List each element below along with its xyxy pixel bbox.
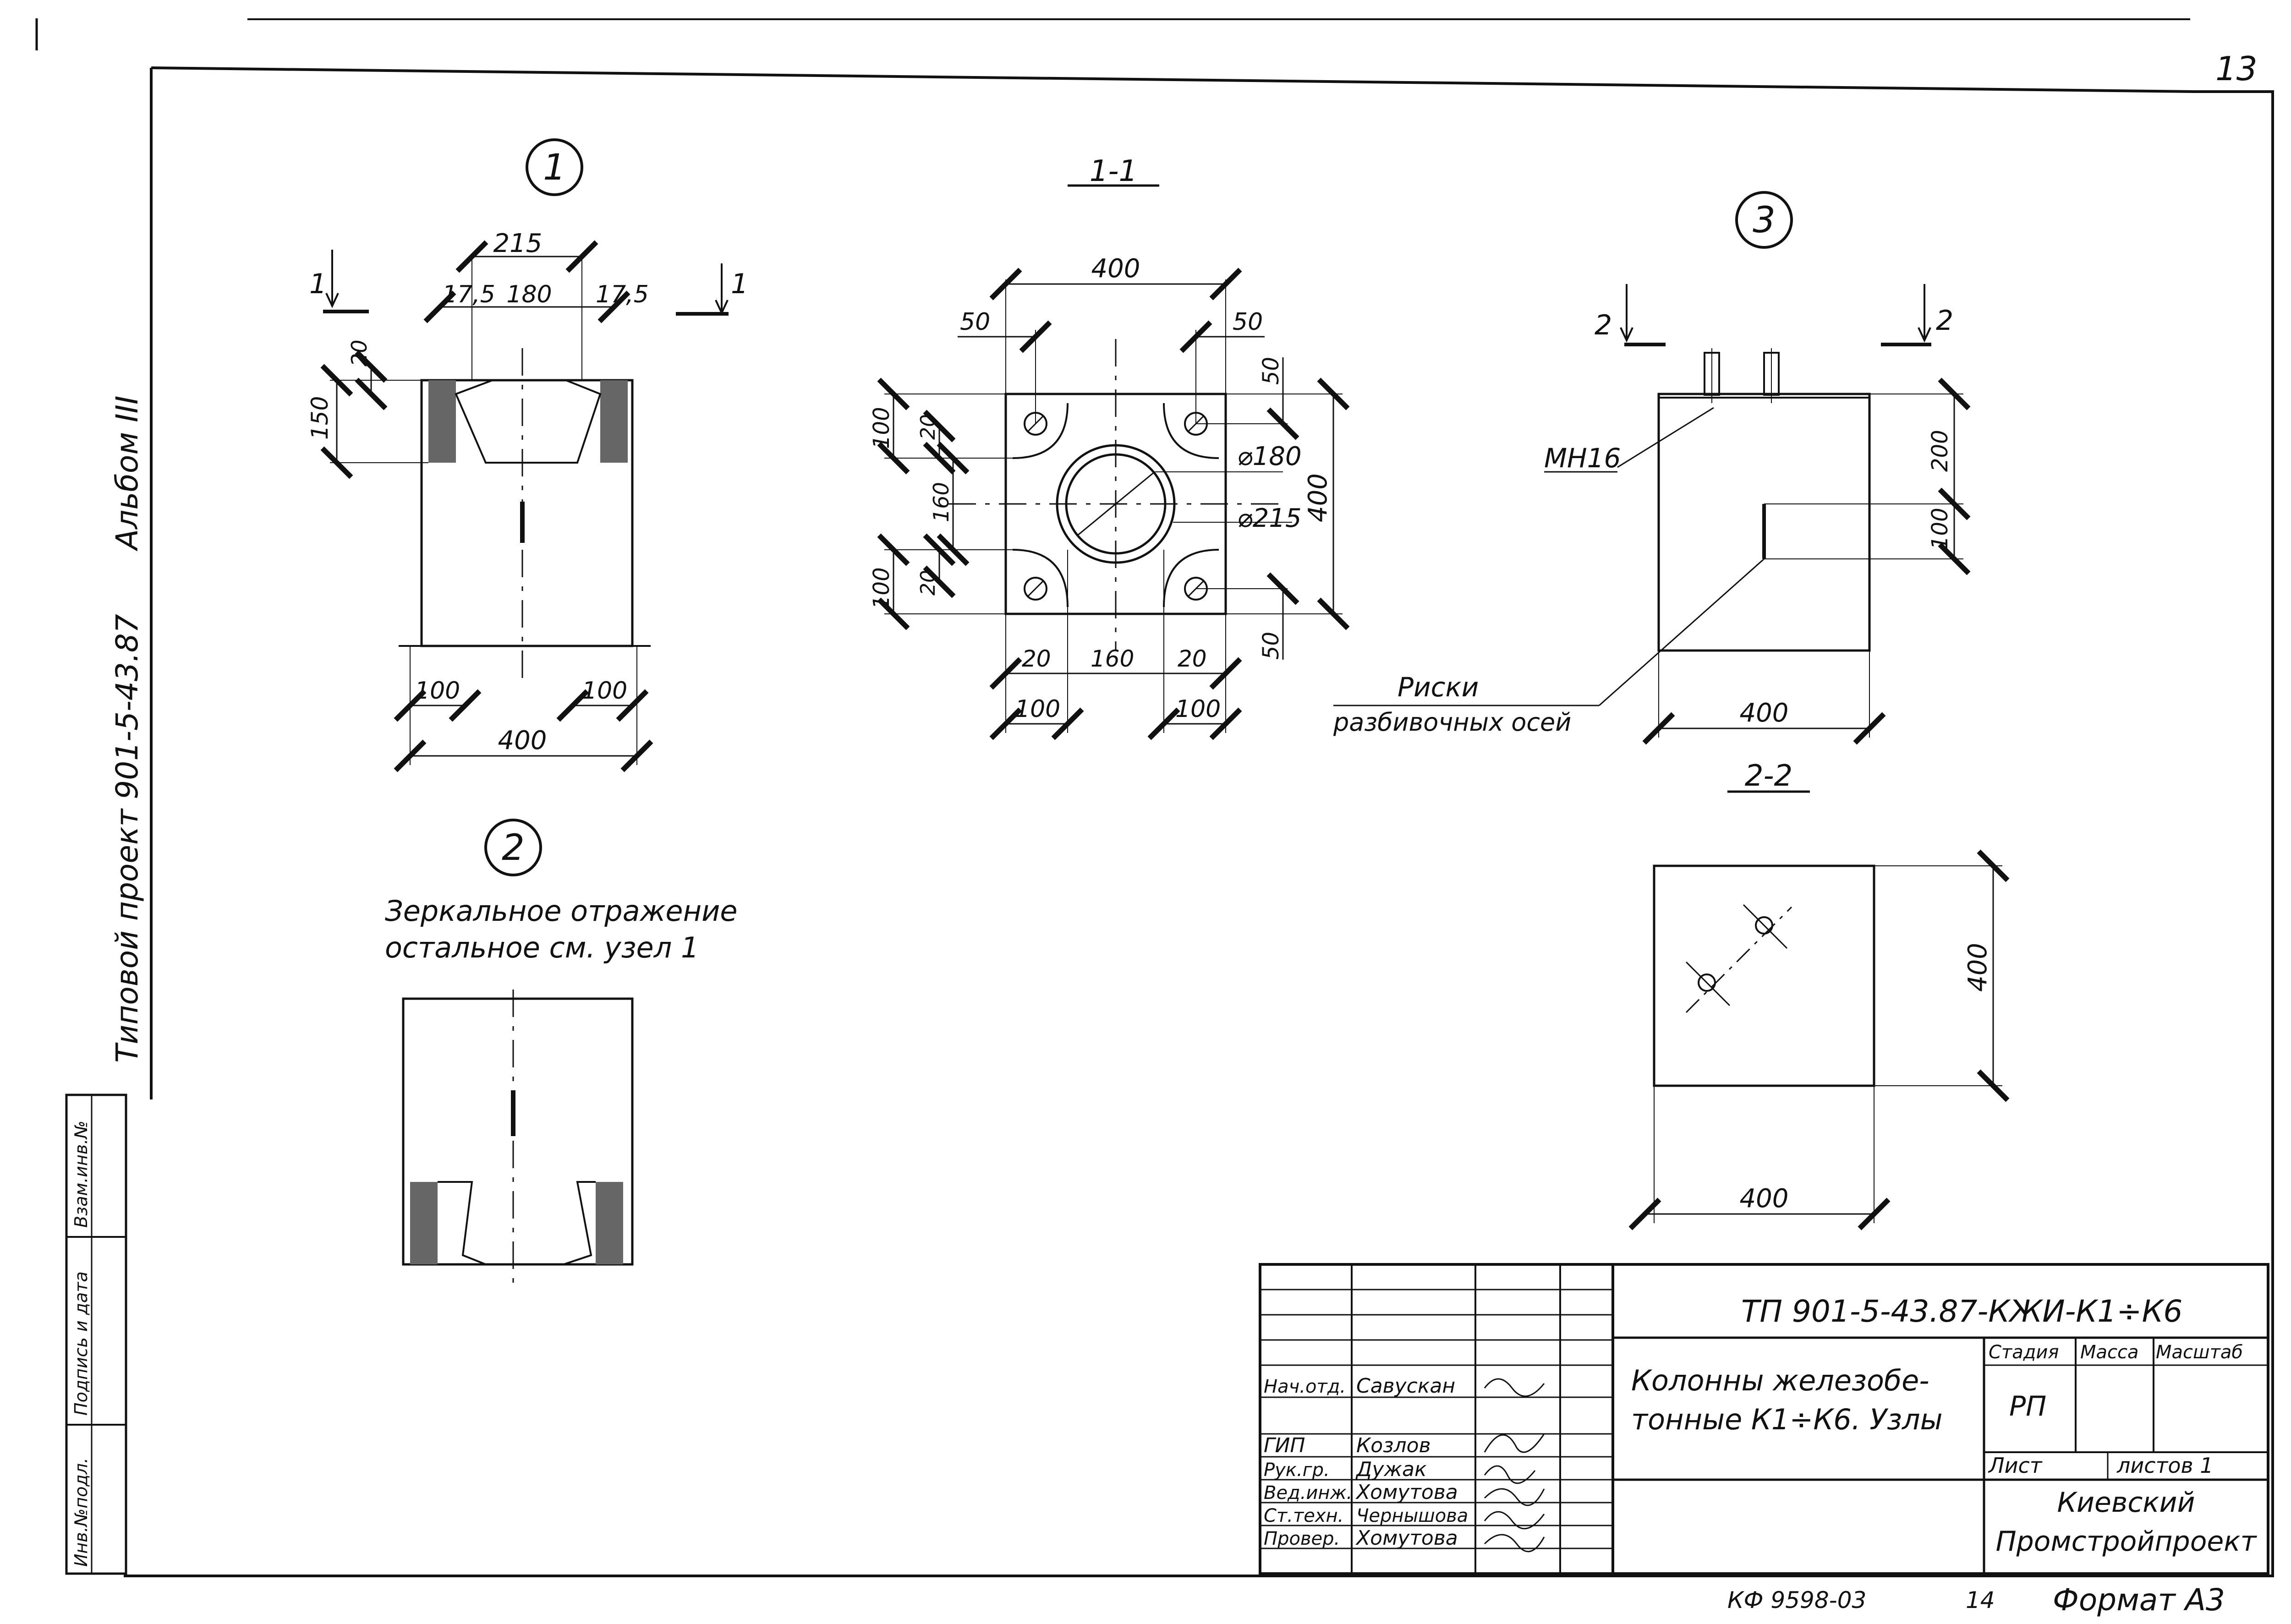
node-3-risk-2: разбивочных осей xyxy=(1333,708,1571,737)
tb-mass-h: Масса xyxy=(2080,1342,2139,1363)
tb-stage-h: Стадия xyxy=(1989,1342,2059,1363)
tb-role-5: Ст.техн. xyxy=(1264,1505,1343,1526)
node-3-risk-1: Риски xyxy=(1398,672,1479,703)
node-2-note-2: остальное см. узел 1 xyxy=(385,931,699,964)
node-2: 2 Зеркальное отражение остальное см. узе… xyxy=(385,819,738,1283)
sec11-dim-160-left: 160 xyxy=(929,482,954,522)
sec22-title: 2-2 xyxy=(1745,759,1793,793)
footer-num: 14 xyxy=(1966,1587,1995,1613)
sec11-dim-50-rb: 50 xyxy=(1258,632,1284,660)
tb-sheets-h: листов 1 xyxy=(2116,1453,2214,1478)
sec11-dim-100-lt: 100 xyxy=(869,407,894,449)
tb-name-1: Колонны железобе- xyxy=(1631,1364,1929,1397)
album-label: Альбом III xyxy=(110,396,145,552)
node-1-sec-right: 1 xyxy=(731,268,748,300)
n1-dim-215: 215 xyxy=(493,229,543,258)
stamp-replace: Взам.инв.№ xyxy=(71,1121,91,1228)
node-3-dim-400: 400 xyxy=(1740,698,1789,728)
project-label: Типовой проект 901-5-43.87 xyxy=(110,614,145,1063)
n1-dim-400: 400 xyxy=(498,726,547,755)
section-2-2: 2-2 400 400 xyxy=(1628,759,2010,1230)
node-2-label: 2 xyxy=(502,827,525,869)
sec11-dim-20-b1: 20 xyxy=(1022,645,1051,672)
tb-name-role-4: Хомутова xyxy=(1355,1481,1458,1504)
title-block: ТП 901-5-43.87-КЖИ-К1÷К6 Колонны железоб… xyxy=(1259,1263,2269,1575)
page-number: 13 xyxy=(2215,49,2258,88)
node-1-sec-left: 1 xyxy=(309,268,327,300)
tb-name-role-1: Савускан xyxy=(1356,1374,1455,1398)
footer-format: Формат А3 xyxy=(2053,1582,2225,1618)
signature-3 xyxy=(1484,1465,1536,1484)
n1-dim-100-right: 100 xyxy=(582,677,627,705)
frame-border xyxy=(124,66,2274,1577)
sec11-dim-400-right: 400 xyxy=(1303,473,1333,522)
node-3-dim-100: 100 xyxy=(1927,508,1953,550)
sec22-dim-400-right: 400 xyxy=(1963,943,1993,992)
footer-kf: КФ 9598-03 xyxy=(1727,1587,1866,1613)
n1-dim-175-left: 17,5 xyxy=(442,281,495,308)
tb-sheet-h: Лист xyxy=(1988,1453,2043,1478)
tb-name-role-6: Хомутова xyxy=(1355,1526,1458,1550)
n1-dim-20: 20 xyxy=(347,339,372,366)
n1-dim-100-left: 100 xyxy=(415,677,460,705)
sec11-dim-100-br: 100 xyxy=(1175,695,1221,723)
sec11-dim-100-bl: 100 xyxy=(1015,695,1060,723)
signature-6 xyxy=(1484,1534,1545,1553)
stamp-inv: Инв.№подл. xyxy=(71,1458,91,1567)
sec11-dim-100-lb: 100 xyxy=(869,567,894,609)
node-3-label: 3 xyxy=(1753,200,1776,241)
node-1-label: 1 xyxy=(543,147,566,188)
tb-role-2: ГИП xyxy=(1264,1434,1305,1457)
sec11-dim-d180: ⌀180 xyxy=(1237,442,1302,471)
node-3-dim-200: 200 xyxy=(1927,430,1953,472)
side-stamp: Инв.№подл. Подпись и дата Взам.инв.№ xyxy=(65,1094,127,1575)
signature-5 xyxy=(1484,1511,1545,1530)
sec11-dim-20-lt: 20 xyxy=(916,414,940,440)
tb-stage: РП xyxy=(2009,1390,2046,1422)
node-3: 3 2 2 МН16 200 100 Риски разбивочных осе… xyxy=(1333,191,1971,745)
tb-name-role-3: Дужак xyxy=(1355,1458,1427,1481)
tb-name-role-2: Козлов xyxy=(1356,1434,1431,1457)
node-3-sec-left: 2 xyxy=(1595,309,1612,341)
node-3-sec-right: 2 xyxy=(1936,305,1953,337)
signature-2 xyxy=(1484,1433,1545,1453)
node-3-mn16: МН16 xyxy=(1544,443,1621,474)
signature-4 xyxy=(1484,1488,1545,1506)
sec11-dim-d215: ⌀215 xyxy=(1237,503,1302,533)
tb-role-6: Провер. xyxy=(1264,1528,1340,1549)
sec22-dim-400-bottom: 400 xyxy=(1740,1184,1789,1214)
sec11-dim-400-top: 400 xyxy=(1091,254,1140,284)
sec11-title: 1-1 xyxy=(1090,154,1138,188)
sec11-dim-20-b2: 20 xyxy=(1178,645,1207,672)
tb-code: ТП 901-5-43.87-КЖИ-К1÷К6 xyxy=(1741,1294,2182,1329)
stamp-sign: Подпись и дата xyxy=(71,1271,91,1416)
n1-dim-180: 180 xyxy=(506,281,552,308)
tb-name-2: тонные К1÷К6. Узлы xyxy=(1631,1403,1943,1436)
sec11-dim-50-left: 50 xyxy=(960,308,990,336)
tb-scale-h: Масштаб xyxy=(2156,1342,2243,1363)
sec11-dim-50-right: 50 xyxy=(1233,308,1263,336)
node-1: 1 1 1 215 17,5 180 17,5 150 20 xyxy=(307,138,748,772)
tb-org-1: Киевский xyxy=(2057,1487,2195,1519)
node-2-note-1: Зеркальное отражение xyxy=(385,894,738,928)
section-1-1: 1-1 400 50 50 400 50 xyxy=(869,154,1350,740)
sec11-dim-160-bottom: 160 xyxy=(1091,645,1134,672)
tb-name-role-5: Чернышова xyxy=(1356,1505,1468,1526)
tb-role-4: Вед.инж. xyxy=(1264,1482,1352,1504)
tb-role-3: Рук.гр. xyxy=(1264,1460,1330,1481)
signature-1 xyxy=(1484,1378,1545,1397)
tb-role-1: Нач.отд. xyxy=(1264,1376,1346,1397)
sec11-dim-50-rt: 50 xyxy=(1258,357,1284,385)
n1-dim-150: 150 xyxy=(307,396,333,440)
tb-org-2: Промстройпроект xyxy=(1995,1526,2257,1558)
sec11-dim-20-lb: 20 xyxy=(916,570,940,596)
n1-dim-175-right: 17,5 xyxy=(596,281,649,308)
